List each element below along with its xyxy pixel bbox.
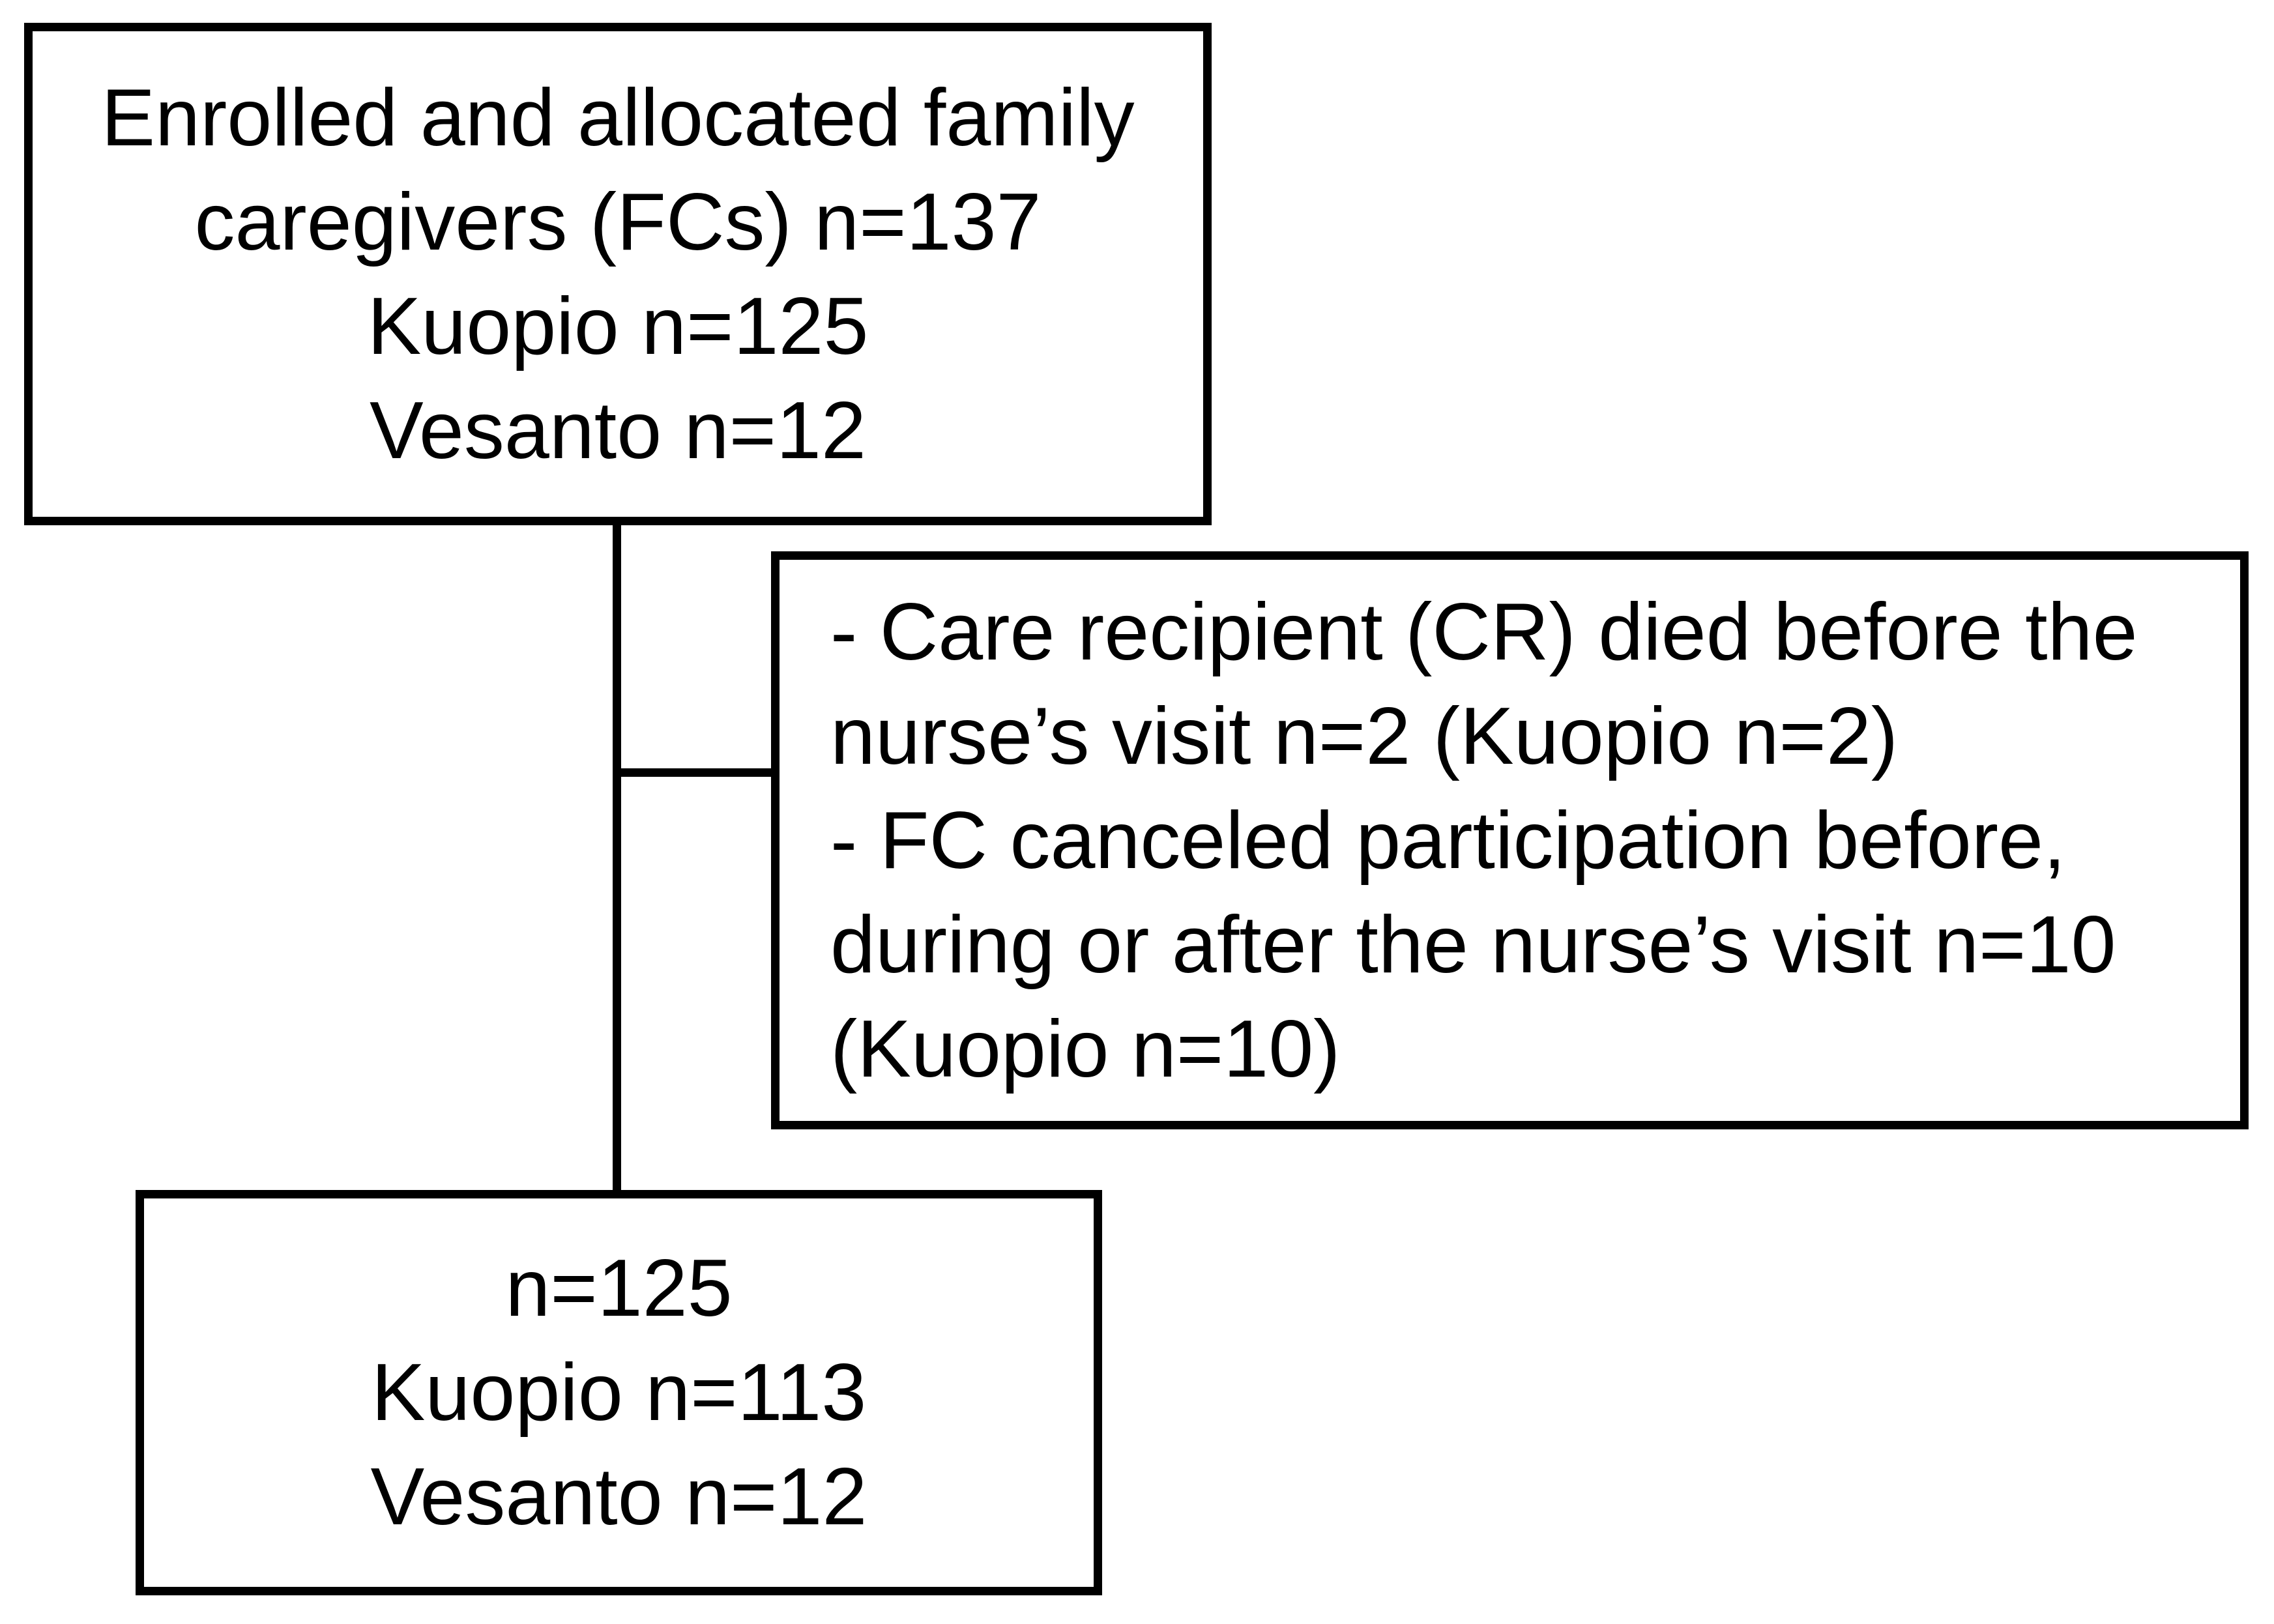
enrolled-allocated-box: Enrolled and allocated family caregivers… xyxy=(24,23,1212,525)
final-box-line: Kuopio n=113 xyxy=(371,1348,867,1438)
final-box-line: Vesanto n=12 xyxy=(370,1452,867,1542)
horizontal-branch-line xyxy=(613,768,776,777)
exclusions-box-line: nurse’s visit n=2 (Kuopio n=2) xyxy=(830,691,1899,781)
final-sample-box: n=125 Kuopio n=113 Vesanto n=12 xyxy=(136,1190,1102,1595)
enrolled-box-line: Kuopio n=125 xyxy=(367,281,869,371)
exclusions-box-line: - Care recipient (CR) died before the xyxy=(830,587,2138,677)
final-box-line: n=125 xyxy=(505,1243,733,1333)
enrolled-box-line: Vesanto n=12 xyxy=(370,385,866,476)
exclusions-box-line: during or after the nurse’s visit n=10 xyxy=(830,899,2116,990)
enrolled-box-line: Enrolled and allocated family xyxy=(101,72,1135,163)
exclusions-box-line: - FC canceled participation before, xyxy=(830,795,2066,886)
vertical-connector-line xyxy=(613,521,621,1199)
exclusions-box-line: (Kuopio n=10) xyxy=(830,1004,1341,1094)
enrolled-box-line: caregivers (FCs) n=137 xyxy=(194,177,1042,267)
exclusions-box: - Care recipient (CR) died before the nu… xyxy=(771,551,2249,1129)
